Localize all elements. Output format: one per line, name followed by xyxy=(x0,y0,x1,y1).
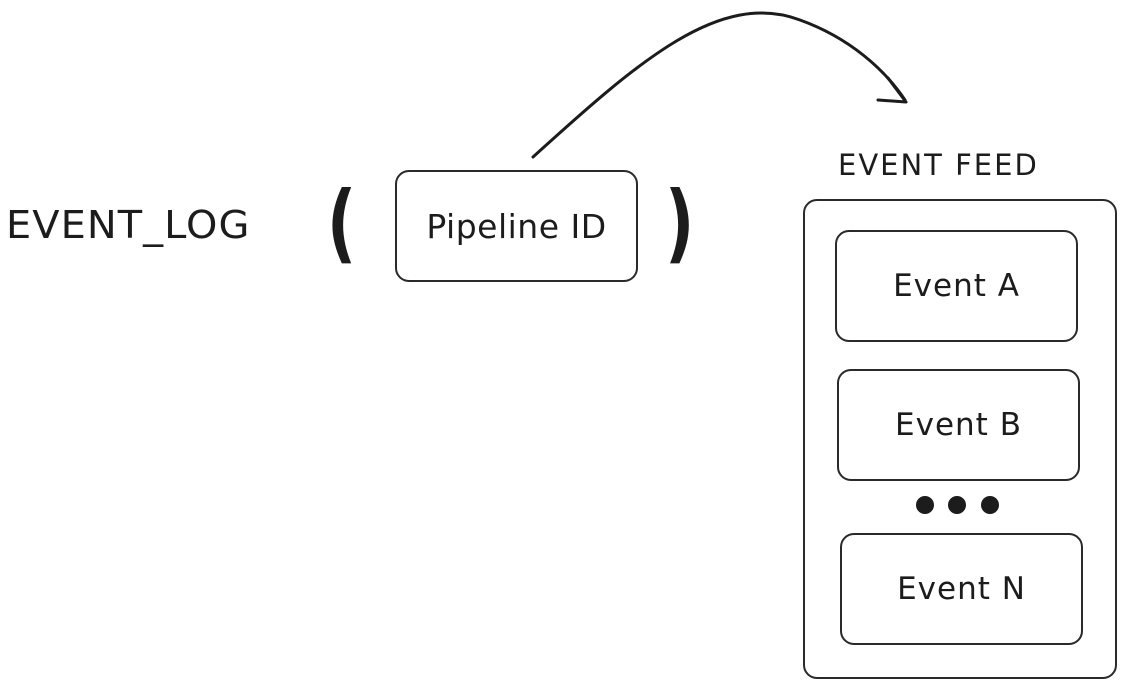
event-card: Event N xyxy=(840,533,1083,645)
arrow-head xyxy=(876,76,908,104)
open-parenthesis: ( xyxy=(326,173,357,273)
event-feed-container xyxy=(803,199,1117,679)
parameter-box: Pipeline ID xyxy=(395,170,638,282)
event-card: Event B xyxy=(837,369,1080,481)
feed-title: EVENT FEED xyxy=(838,148,1039,182)
event-label: Event A xyxy=(893,268,1020,304)
close-parenthesis: ) xyxy=(664,173,695,273)
function-name: EVENT_LOG xyxy=(6,203,251,247)
event-card: Event A xyxy=(835,230,1078,342)
event-label: Event B xyxy=(895,407,1022,443)
parameter-label: Pipeline ID xyxy=(426,206,607,246)
curved-arrow-icon xyxy=(531,11,907,159)
event-label: Event N xyxy=(897,571,1026,607)
